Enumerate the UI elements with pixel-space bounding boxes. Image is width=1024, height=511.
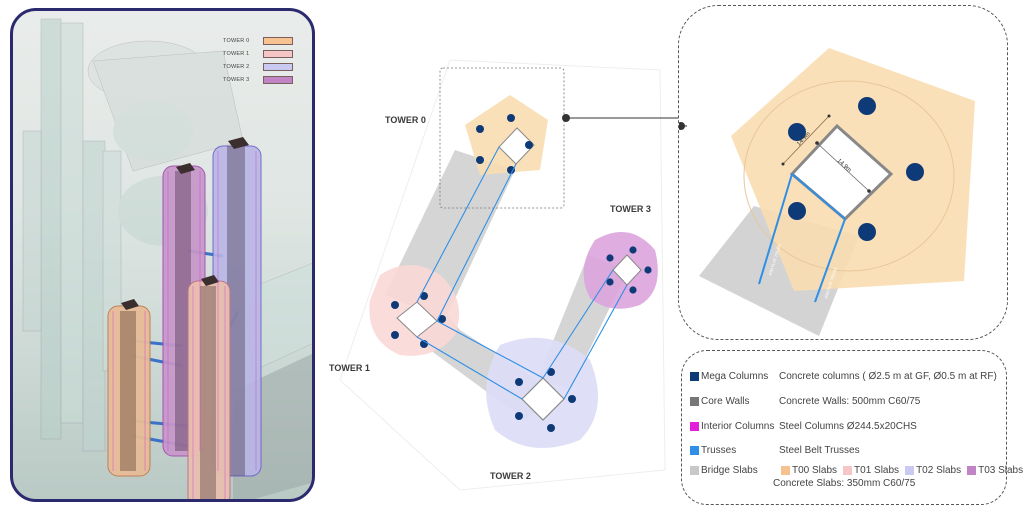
tower-legend-label: TOWER 1: [223, 51, 250, 57]
interior-columns-swatch: [690, 422, 699, 431]
truss-lines: [758, 173, 846, 303]
tower-2-plan: [486, 337, 598, 448]
tower-2-swatch: [263, 63, 293, 71]
tower-legend-item: TOWER 3: [223, 74, 293, 86]
tower-0-detail-panel: 14.9m 14.9m 40M FLAT TRUSS 40M FLAT TRUS…: [678, 5, 1008, 340]
tower-color-legend: TOWER 0 TOWER 1 TOWER 2 TOWER 3: [223, 35, 293, 87]
tower-1-plan: [369, 265, 460, 356]
slabs-description: Concrete Slabs: 350mm C60/75: [773, 478, 915, 489]
floor-plan: TOWER 0 TOWER 1 TOWER 2 TOWER 3: [320, 0, 680, 511]
tower-3-label: TOWER 3: [610, 204, 651, 214]
legend-description: Steel Belt Trusses: [779, 445, 860, 456]
tower-legend-label: TOWER 0: [223, 38, 250, 44]
trusses-swatch: [690, 446, 699, 455]
legend-name: Trusses: [701, 445, 737, 456]
legend-description: Steel Columns Ø244.5x20CHS: [779, 421, 917, 432]
t02-swatch: [905, 466, 915, 475]
tower-1-render: [187, 275, 231, 499]
legend-row-core-walls: Core Walls Concrete Walls: 500mm C60/75: [690, 396, 920, 407]
truss-lines: [416, 146, 628, 400]
tower-legend-item: TOWER 1: [223, 48, 293, 60]
tower-legend-label: TOWER 2: [223, 64, 250, 70]
tower-0-render: [107, 299, 151, 477]
t03-swatch: [967, 466, 977, 475]
legend-name: Bridge Slabs: [701, 465, 758, 476]
interior-column-lines: [112, 151, 257, 499]
bridge-slabs-swatch: [690, 466, 699, 475]
legend-name: Mega Columns: [701, 371, 769, 382]
tower-0-plan: [465, 95, 548, 175]
legend-description: Concrete Slabs: 350mm C60/75: [773, 478, 916, 489]
3d-render-panel: TOWER 0 TOWER 1 TOWER 2 TOWER 3: [10, 8, 315, 502]
plan-drawing: [339, 59, 678, 491]
tower-3-plan: [583, 232, 658, 309]
tower-0-detail-drawing: 14.9m 14.9m 40M FLAT TRUSS 40M FLAT TRUS…: [679, 48, 975, 336]
legend-name: Interior Columns: [701, 421, 775, 432]
detail-zoom-box: [439, 67, 565, 209]
slab-label: T01 Slabs: [854, 465, 900, 476]
t01-slabs-item: T01 Slabs: [843, 465, 899, 476]
tower-legend-label: TOWER 3: [223, 77, 250, 83]
callout-dot: [562, 114, 570, 122]
legend-row-slabs: Bridge Slabs T00 Slabs T01 Slabs T02 Sla…: [690, 465, 1024, 476]
tower-2-label: TOWER 2: [490, 471, 531, 481]
legend-description: Concrete columns ( Ø2.5 m at GF, Ø0.5 m …: [779, 371, 997, 382]
legend-row-trusses: Trusses Steel Belt Trusses: [690, 445, 860, 456]
tower-3-swatch: [263, 76, 293, 84]
core-walls-swatch: [690, 397, 699, 406]
slab-label: T03 Slabs: [978, 465, 1024, 476]
3d-tower-render: [22, 18, 312, 499]
t00-swatch: [781, 466, 790, 475]
slab-label: T00 Slabs: [792, 465, 838, 476]
tower-0-label: TOWER 0: [385, 115, 426, 125]
t00-slabs-item: T00 Slabs: [781, 465, 837, 476]
tower-legend-item: TOWER 0: [223, 35, 293, 47]
legend-name: Core Walls: [701, 396, 750, 407]
tower-legend-item: TOWER 2: [223, 61, 293, 73]
t02-slabs-item: T02 Slabs: [905, 465, 961, 476]
tower-1-label: TOWER 1: [329, 363, 370, 373]
tower-0-swatch: [263, 37, 293, 45]
t01-swatch: [843, 466, 853, 475]
materials-legend: Mega Columns Concrete columns ( Ø2.5 m a…: [681, 350, 1023, 505]
mega-columns: [788, 97, 924, 241]
mega-columns-swatch: [690, 372, 699, 381]
tower-1-swatch: [263, 50, 293, 58]
legend-description: Concrete Walls: 500mm C60/75: [779, 396, 921, 407]
legend-row-interior-columns: Interior Columns Steel Columns Ø244.5x20…: [690, 421, 917, 432]
slab-label: T02 Slabs: [916, 465, 962, 476]
legend-row-mega-columns: Mega Columns Concrete columns ( Ø2.5 m a…: [690, 371, 997, 382]
t03-slabs-item: T03 Slabs: [967, 465, 1023, 476]
callout-dot: [679, 122, 685, 130]
